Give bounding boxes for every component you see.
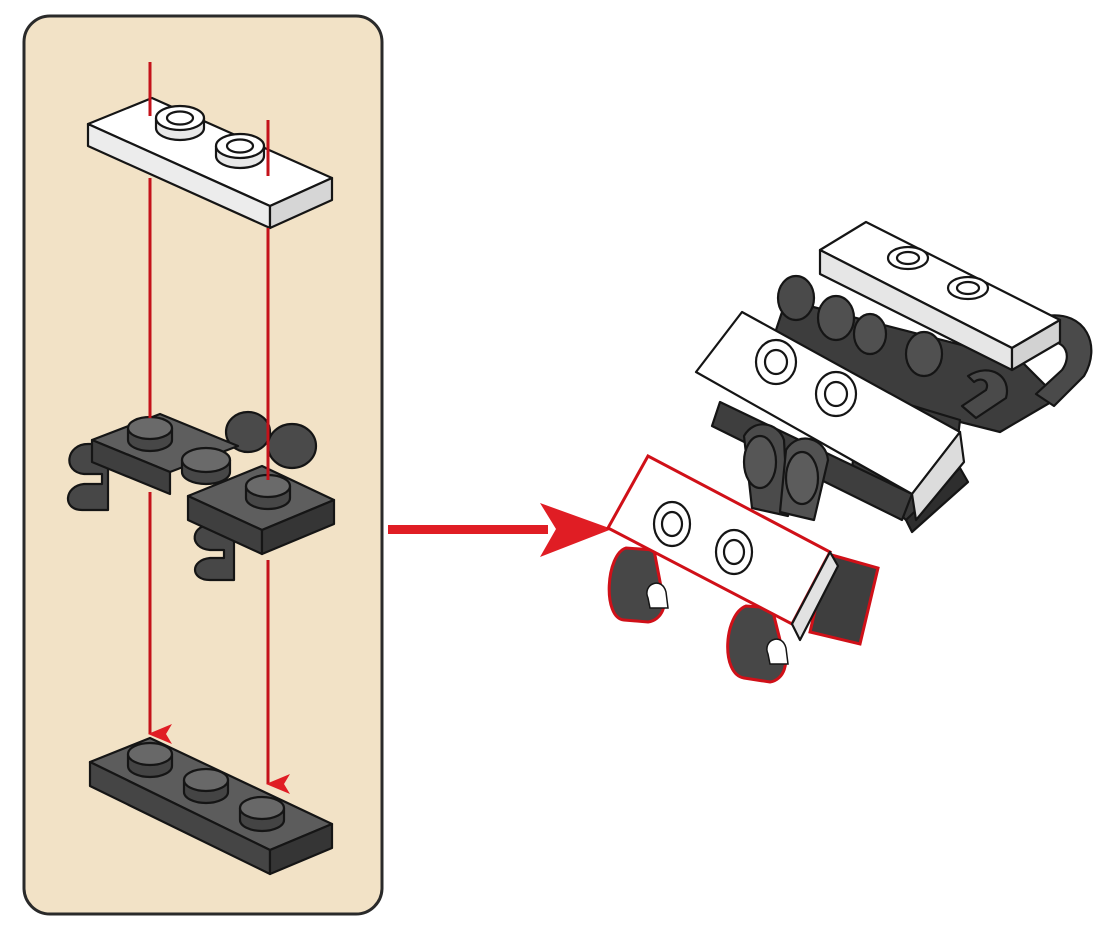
stud — [246, 475, 290, 509]
stud — [156, 106, 204, 140]
stud — [184, 769, 228, 803]
assembled-model-icon — [608, 222, 1091, 682]
stud — [128, 417, 172, 451]
highlighted-new-subassembly — [608, 456, 878, 682]
stud — [128, 743, 172, 777]
stud — [182, 448, 230, 484]
next-step-arrow-icon — [388, 503, 612, 557]
stud — [240, 797, 284, 831]
stud — [216, 134, 264, 168]
